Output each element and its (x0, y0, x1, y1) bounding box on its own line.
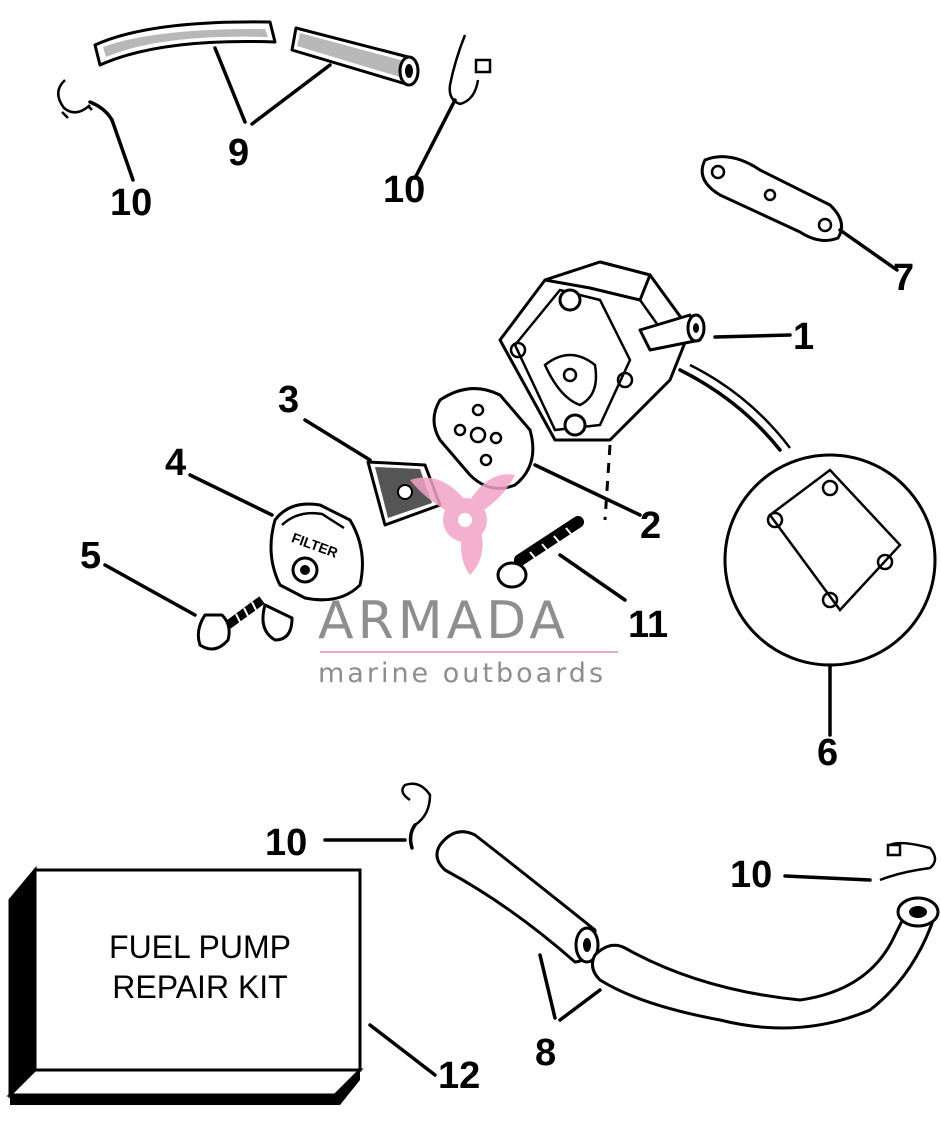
filter-cover: FILTER (261, 502, 364, 642)
callout-4: 4 (165, 442, 186, 484)
hose-clamp-bottom-left (401, 782, 432, 850)
mounting-bolt (496, 516, 584, 589)
callout-10-top-right: 10 (383, 169, 425, 211)
hose-clamp-bottom-right (879, 841, 937, 882)
pump-cover-disc (678, 363, 937, 667)
fuel-hose-upper-left (93, 20, 277, 67)
watermark-tagline: marine outboards (318, 658, 606, 689)
kit-label-line2: REPAIR KIT (112, 969, 287, 1005)
fuel-pump-body (498, 260, 706, 442)
callout-8: 8 (535, 1032, 556, 1074)
callout-10-top-left: 10 (110, 182, 152, 224)
watermark-brand: ARMADA (318, 591, 569, 651)
diaphragm (432, 387, 535, 490)
gasket-plate (700, 155, 844, 242)
callout-12: 12 (438, 1055, 480, 1097)
cover-screw (196, 596, 265, 651)
callout-10-bottom-left: 10 (265, 822, 307, 864)
callout-10-bottom-right: 10 (730, 854, 772, 896)
callout-3: 3 (278, 379, 299, 421)
fuel-hose-lower-left (435, 830, 600, 964)
callout-6: 6 (817, 732, 838, 774)
callout-5: 5 (80, 535, 101, 577)
kit-label-line1: FUEL PUMP (109, 929, 291, 965)
hose-clamp-top-right (448, 34, 492, 106)
fuel-hose-lower-right (590, 896, 940, 1030)
callout-11: 11 (628, 604, 668, 646)
fuel-hose-upper-right (290, 26, 420, 87)
callout-9: 9 (228, 132, 249, 174)
repair-kit-box: FUEL PUMP REPAIR KIT (6, 865, 364, 1105)
armada-logo (410, 474, 515, 575)
callout-2: 2 (640, 505, 661, 547)
hose-clamp-top-left (57, 79, 114, 122)
callout-7: 7 (893, 257, 914, 299)
callout-1: 1 (793, 316, 814, 358)
